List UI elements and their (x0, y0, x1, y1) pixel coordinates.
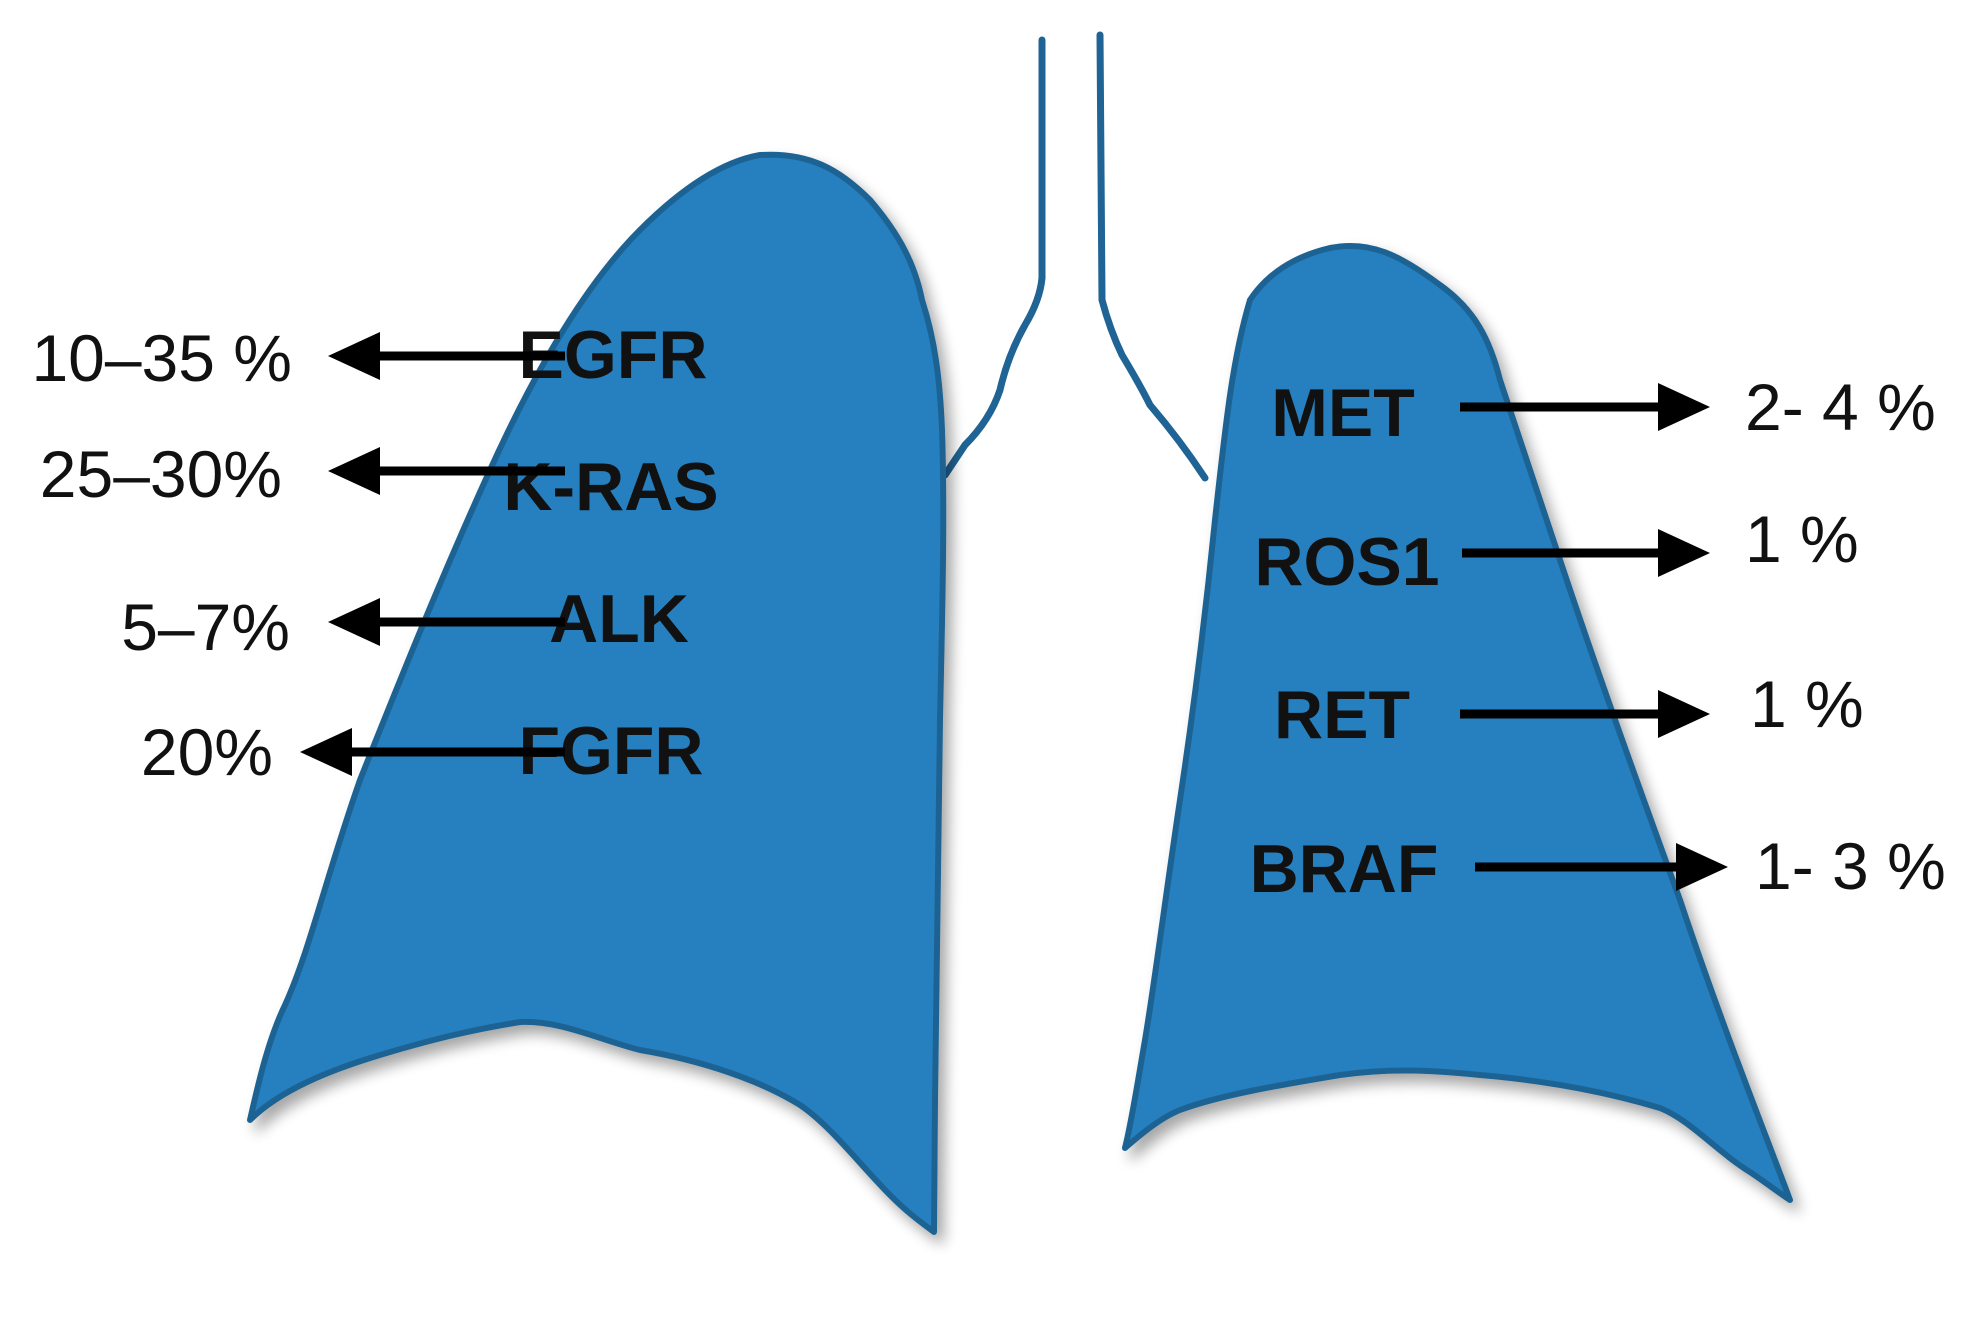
trachea-left-wall (941, 36, 1046, 479)
arrow-ros1 (1462, 529, 1710, 577)
frequency-ros1: 1 % (1745, 502, 1859, 576)
gene-label-met: MET (1271, 375, 1415, 451)
left-markers: EGFR K-RAS ALK FGFR 10–35 % 25–30% 5–7% … (31, 317, 718, 789)
right-lung (1122, 242, 1793, 1203)
arrow-alk-head (328, 598, 380, 646)
arrow-k-ras (328, 447, 565, 495)
frequency-ret: 1 % (1750, 667, 1864, 741)
arrow-ret-head (1658, 690, 1710, 738)
gene-label-k-ras: K-RAS (503, 449, 718, 525)
trachea (941, 31, 1209, 482)
arrow-braf-head (1676, 843, 1728, 891)
frequency-fgfr: 20% (141, 715, 273, 789)
arrow-egfr-head (328, 332, 380, 380)
frequency-met: 2- 4 % (1745, 370, 1936, 444)
gene-label-braf: BRAF (1250, 831, 1439, 907)
trachea-right-wall (1096, 31, 1209, 482)
gene-label-ros1: ROS1 (1254, 524, 1439, 600)
arrow-ros1-head (1658, 529, 1710, 577)
gene-label-ret: RET (1274, 677, 1410, 753)
arrow-ret (1460, 690, 1710, 738)
arrow-egfr (328, 332, 565, 380)
frequency-braf: 1- 3 % (1755, 829, 1946, 903)
right-markers: MET ROS1 RET BRAF 2- 4 % 1 % 1 % 1- 3 % (1250, 370, 1946, 907)
frequency-k-ras: 25–30% (40, 437, 282, 511)
left-lung (247, 151, 947, 1235)
arrow-met-head (1658, 383, 1710, 431)
arrow-braf (1475, 843, 1728, 891)
gene-label-alk: ALK (549, 581, 689, 657)
arrow-fgfr (300, 728, 565, 776)
frequency-egfr: 10–35 % (31, 321, 292, 395)
arrow-met (1460, 383, 1710, 431)
arrow-fgfr-head (300, 728, 352, 776)
arrow-k-ras-head (328, 447, 380, 495)
arrow-alk (328, 598, 565, 646)
frequency-alk: 5–7% (121, 590, 290, 664)
